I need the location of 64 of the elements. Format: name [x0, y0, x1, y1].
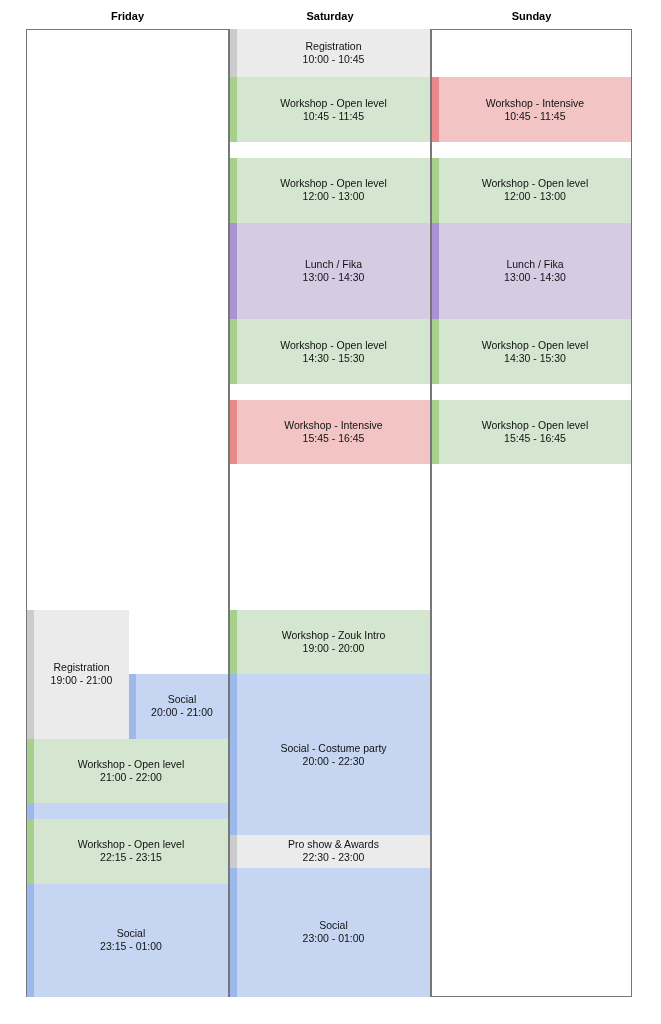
event-time: 22:30 - 23:00 — [302, 851, 365, 865]
event-name: Workshop - Open level — [481, 177, 589, 191]
event-time: 23:00 - 01:00 — [302, 932, 365, 945]
event-time: 20:00 - 22:30 — [302, 754, 365, 768]
event-time: 20:00 - 21:00 — [151, 706, 213, 720]
event-block — [27, 819, 228, 884]
event-block — [230, 609, 430, 674]
event-name: Workshop - Open level — [280, 177, 387, 191]
event-block — [27, 738, 228, 803]
event-name: Social - Costume party — [280, 741, 387, 755]
event-block — [27, 883, 228, 997]
event-time: 10:45 - 11:45 — [504, 109, 566, 123]
event-time: 12:00 - 13:00 — [504, 190, 566, 204]
event-name: Lunch / Fika — [506, 257, 564, 271]
event-name: Workshop - Open level — [481, 338, 589, 352]
event-block — [230, 674, 430, 836]
event-name: Workshop - Open level — [280, 338, 387, 352]
event-name: Pro show & Awards — [288, 838, 379, 852]
event-block — [230, 29, 430, 78]
event-time: 15:45 - 16:45 — [302, 432, 365, 446]
event-time: 23:15 - 01:00 — [100, 940, 162, 954]
event-name: Social — [116, 927, 146, 941]
day-header: Friday — [110, 10, 145, 22]
event-name: Workshop - Intensive — [284, 419, 383, 433]
event-name: Workshop - Open level — [481, 419, 589, 433]
event-time: 14:30 - 15:30 — [302, 351, 365, 365]
event-block — [230, 77, 430, 142]
event-time: 15:45 - 16:45 — [504, 432, 566, 446]
event-time: 13:00 - 14:30 — [504, 270, 566, 284]
event-time: 21:00 - 22:00 — [100, 770, 162, 784]
event-block — [230, 399, 430, 465]
event-name: Workshop - Open level — [77, 757, 185, 771]
event-name: Workshop - Intensive — [485, 96, 585, 110]
event-block — [432, 77, 631, 142]
event-time: 19:00 - 21:00 — [50, 674, 113, 687]
event-time: 19:00 - 20:00 — [302, 641, 365, 655]
day-header: Saturday — [305, 10, 355, 22]
event-block — [432, 158, 631, 223]
event-block — [27, 803, 228, 820]
event-time: 13:00 - 14:30 — [302, 270, 365, 284]
event-block — [230, 835, 430, 868]
event-block — [432, 399, 631, 465]
event-block — [27, 609, 129, 739]
event-block — [230, 867, 430, 997]
event-block — [230, 222, 430, 320]
event-name: Social — [167, 693, 197, 707]
day-header: Sunday — [510, 10, 553, 22]
event-time: 10:00 - 10:45 — [302, 53, 365, 67]
event-name: Workshop - Open level — [280, 96, 387, 110]
event-block — [230, 319, 430, 384]
event-time: 22:15 - 23:15 — [100, 851, 162, 865]
event-name: Registration — [305, 40, 362, 54]
event-name: Social — [319, 919, 348, 932]
event-time: 14:30 - 15:30 — [504, 351, 566, 365]
event-name: Workshop - Zouk Intro — [281, 628, 386, 642]
event-block — [230, 158, 430, 223]
event-block — [432, 222, 631, 320]
event-time: 12:00 - 13:00 — [302, 190, 365, 204]
event-time: 10:45 - 11:45 — [302, 109, 365, 123]
event-name: Workshop - Open level — [77, 838, 185, 852]
event-block — [129, 674, 228, 739]
event-name: Registration — [53, 661, 110, 674]
event-name: Lunch / Fika — [304, 257, 363, 271]
event-block — [432, 319, 631, 384]
